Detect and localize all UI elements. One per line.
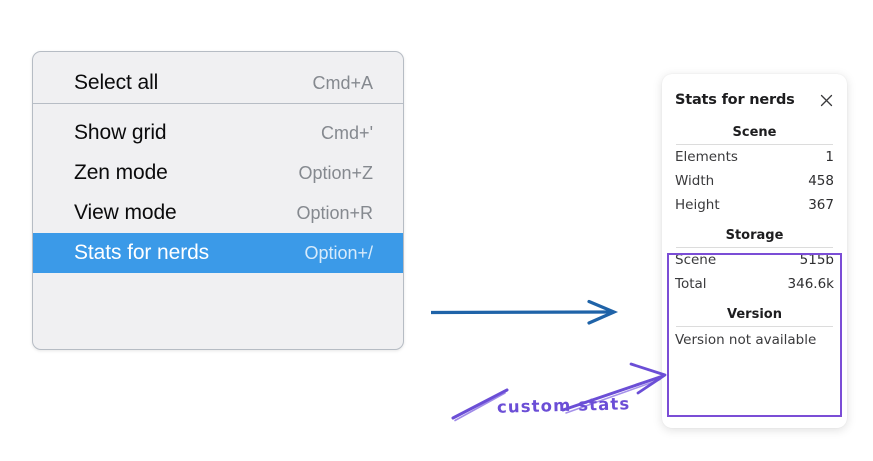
menu-item-label: View mode bbox=[74, 201, 177, 224]
section-heading-scene: Scene bbox=[732, 125, 777, 140]
stat-label: Elements bbox=[675, 149, 738, 165]
stat-value: 367 bbox=[808, 197, 834, 213]
menu-item-show-grid[interactable]: Show grid Cmd+' bbox=[33, 113, 403, 153]
divider bbox=[676, 326, 833, 327]
stat-value: 346.6k bbox=[787, 276, 834, 292]
version-note: Version not available bbox=[675, 332, 817, 348]
stat-label: Width bbox=[675, 173, 715, 189]
handwritten-label: custom stats bbox=[496, 394, 631, 417]
panel-title: Stats for nerds bbox=[675, 92, 795, 108]
menu-item-label: Zen mode bbox=[74, 161, 168, 184]
stat-row: Scene 515b bbox=[675, 248, 834, 272]
stat-value: 515b bbox=[799, 252, 834, 268]
stat-label: Scene bbox=[675, 252, 717, 268]
menu-item-select-all[interactable]: Select all Cmd+A bbox=[33, 63, 403, 103]
close-icon[interactable] bbox=[819, 93, 834, 108]
purple-arrow-annotation bbox=[451, 362, 667, 422]
stat-value: 458 bbox=[808, 173, 834, 189]
stat-row: Total 346.6k bbox=[675, 272, 834, 296]
menu-item-shortcut: Cmd+' bbox=[321, 122, 373, 143]
stats-for-nerds-panel: Stats for nerds Scene Elements 1 Width 4… bbox=[662, 74, 847, 428]
menu-separator bbox=[33, 103, 403, 104]
menu-item-stats-for-nerds[interactable]: Stats for nerds Option+/ bbox=[33, 233, 403, 273]
menu-group-2: Show grid Cmd+' Zen mode Option+Z View m… bbox=[33, 104, 403, 273]
stat-value: 1 bbox=[825, 149, 834, 165]
menu-item-view-mode[interactable]: View mode Option+R bbox=[33, 193, 403, 233]
panel-header: Stats for nerds bbox=[675, 74, 834, 114]
menu-item-label: Stats for nerds bbox=[74, 241, 210, 264]
menu-item-zen-mode[interactable]: Zen mode Option+Z bbox=[33, 153, 403, 193]
section-heading-storage: Storage bbox=[725, 228, 784, 243]
menu-item-shortcut: Cmd+A bbox=[312, 72, 373, 93]
blue-arrow-annotation bbox=[430, 299, 619, 325]
stat-label: Total bbox=[675, 276, 707, 292]
stat-row: Width 458 bbox=[675, 169, 834, 193]
divider bbox=[676, 247, 833, 248]
section-heading-version: Version bbox=[727, 307, 782, 322]
stat-row: Height 367 bbox=[675, 193, 834, 217]
stat-label: Height bbox=[675, 197, 720, 213]
menu-item-shortcut: Option+R bbox=[296, 202, 373, 223]
menu-item-label: Show grid bbox=[74, 121, 167, 144]
menu-item-label: Select all bbox=[74, 71, 159, 94]
menu-group-1: Select all Cmd+A bbox=[33, 52, 403, 103]
divider bbox=[676, 144, 833, 145]
context-menu[interactable]: Select all Cmd+A Show grid Cmd+' Zen mod… bbox=[32, 51, 404, 350]
menu-item-shortcut: Option+/ bbox=[304, 242, 373, 263]
menu-item-shortcut: Option+Z bbox=[298, 162, 373, 183]
stat-row: Elements 1 bbox=[675, 145, 834, 169]
